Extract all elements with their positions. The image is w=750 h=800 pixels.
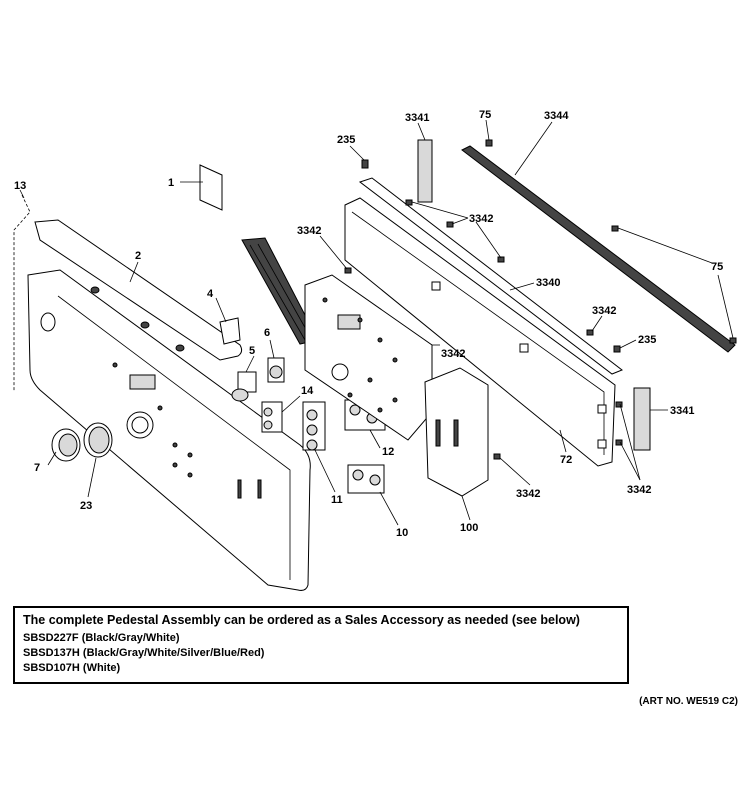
rear-housing (344, 197, 616, 467)
pedestal-note-box: The complete Pedestal Assembly can be or… (13, 606, 629, 684)
label-10: 10 (396, 527, 408, 539)
assembly-bracket (13, 194, 31, 392)
label-3342-d: 3342 (441, 348, 465, 360)
note-line-1: SBSD227F (Black/Gray/White) (23, 632, 180, 644)
console-panel (27, 269, 311, 591)
label-3344: 3344 (544, 110, 569, 122)
knob-parts (51, 422, 113, 462)
foam-block-top (417, 139, 433, 203)
label-3342-f: 3342 (516, 488, 540, 500)
label-6: 6 (264, 327, 270, 339)
label-11: 11 (331, 494, 343, 506)
label-14: 14 (301, 385, 314, 397)
top-rail (358, 177, 624, 375)
trim-piece (34, 219, 243, 361)
sub-board (424, 367, 489, 497)
label-23: 23 (80, 500, 92, 512)
art-number: (ART NO. WE519 C2) (639, 696, 738, 707)
label-13: 13 (14, 180, 26, 192)
callout-labels: 1 2 13 4 5 6 14 7 23 11 10 12 100 72 235… (14, 109, 723, 539)
exploded-parts-diagram: 1 2 13 4 5 6 14 7 23 11 10 12 100 72 235… (13, 109, 737, 591)
label-235-side: 235 (638, 334, 656, 346)
label-1: 1 (168, 177, 174, 189)
long-bar (461, 145, 736, 353)
card-part (199, 164, 223, 211)
label-4: 4 (207, 288, 214, 300)
label-3341-top: 3341 (405, 112, 429, 124)
label-100: 100 (460, 522, 478, 534)
note-line-2: SBSD137H (Black/Gray/White/Silver/Blue/R… (23, 647, 265, 659)
foam-block-side (633, 387, 651, 451)
leader-lines (19, 119, 734, 526)
label-2: 2 (135, 250, 141, 262)
label-5: 5 (249, 345, 255, 357)
note-heading: The complete Pedestal Assembly can be or… (23, 613, 580, 627)
label-75-top: 75 (479, 109, 491, 121)
label-72: 72 (560, 454, 572, 466)
label-3342-a: 3342 (469, 213, 493, 225)
label-12: 12 (382, 446, 394, 458)
label-75-side: 75 (711, 261, 723, 273)
label-3341-side: 3341 (670, 405, 694, 417)
label-3342-e: 3342 (627, 484, 651, 496)
screws (344, 139, 737, 460)
ribbon-cable (241, 237, 319, 345)
label-3340: 3340 (536, 277, 560, 289)
label-235-top: 235 (337, 134, 355, 146)
label-3342-b: 3342 (297, 225, 321, 237)
label-7: 7 (34, 462, 40, 474)
note-line-3: SBSD107H (White) (23, 662, 121, 674)
label-3342-c: 3342 (592, 305, 616, 317)
